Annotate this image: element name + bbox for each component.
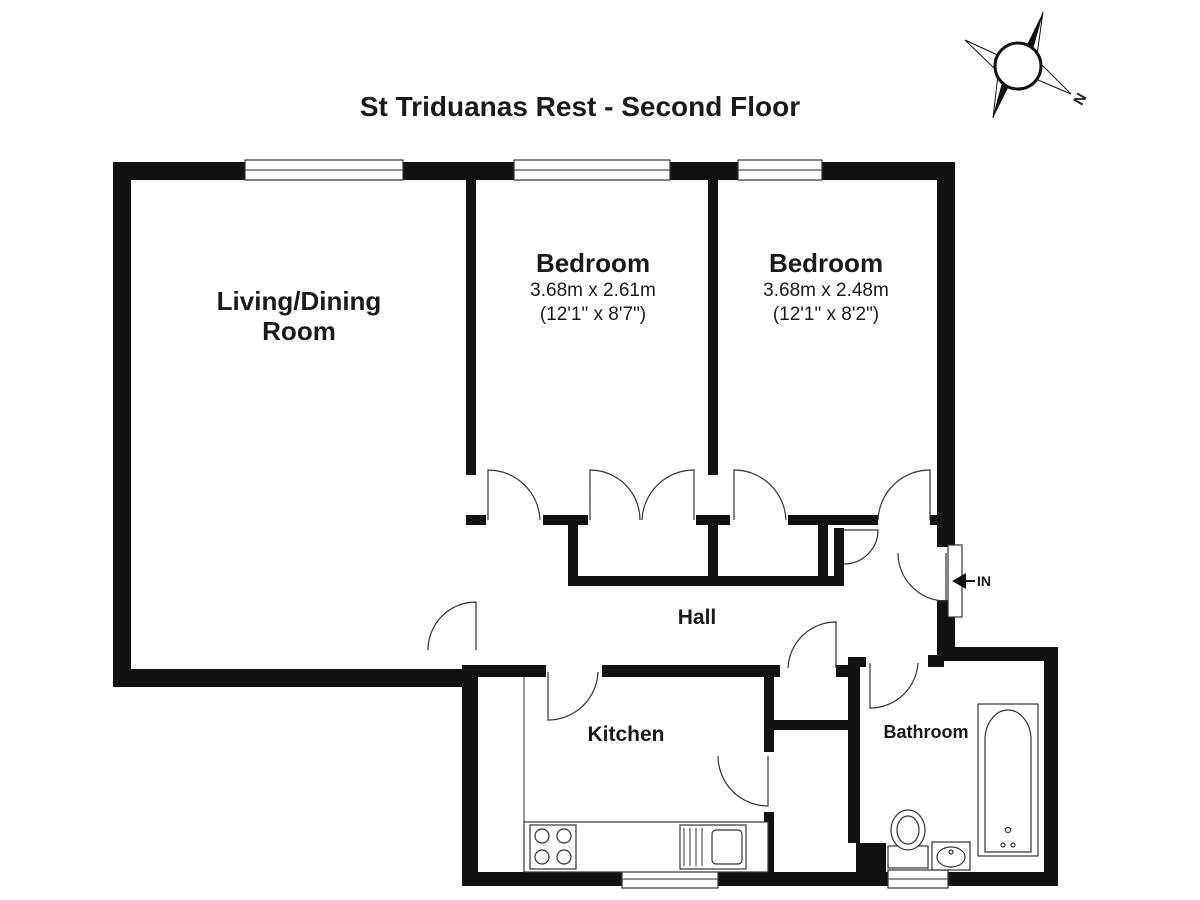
entrance-label: IN (977, 573, 991, 589)
room-kitchen: Kitchen (587, 723, 664, 746)
kitchen-fixtures (523, 677, 769, 873)
compass-north-label: N (1070, 90, 1090, 108)
bedroom-2-name: Bedroom (769, 248, 883, 278)
entrance-marker: IN (952, 573, 991, 589)
living-room-name-line1: Living/Dining (217, 286, 382, 316)
living-room-name-line2: Room (262, 316, 336, 346)
room-bathroom: Bathroom (884, 722, 969, 742)
doors (427, 469, 947, 807)
windows (244, 159, 963, 889)
hob-icon (529, 824, 577, 870)
room-living-dining: Living/Dining Room (217, 286, 382, 346)
room-bedroom-1: Bedroom 3.68m x 2.61m (12'1" x 8'7") (530, 248, 656, 325)
toilet-icon (887, 809, 929, 869)
sink-icon (679, 824, 747, 870)
bedroom-2-metric: 3.68m x 2.48m (763, 280, 889, 301)
room-bedroom-2: Bedroom 3.68m x 2.48m (12'1" x 8'2") (763, 248, 889, 325)
room-hall: Hall (678, 606, 717, 629)
compass-icon: N (964, 11, 1091, 119)
bedroom-1-imperial: (12'1" x 8'7") (540, 304, 646, 325)
basin-icon (931, 841, 971, 871)
bathtub-icon (977, 703, 1039, 857)
bedroom-1-metric: 3.68m x 2.61m (530, 280, 656, 301)
bedroom-1-name: Bedroom (536, 248, 650, 278)
bedroom-2-imperial: (12'1" x 8'2") (773, 304, 879, 325)
bathroom-fixtures (887, 703, 1039, 871)
plan-title: St Triduanas Rest - Second Floor (360, 91, 800, 122)
entrance-arrow-icon (952, 573, 966, 589)
